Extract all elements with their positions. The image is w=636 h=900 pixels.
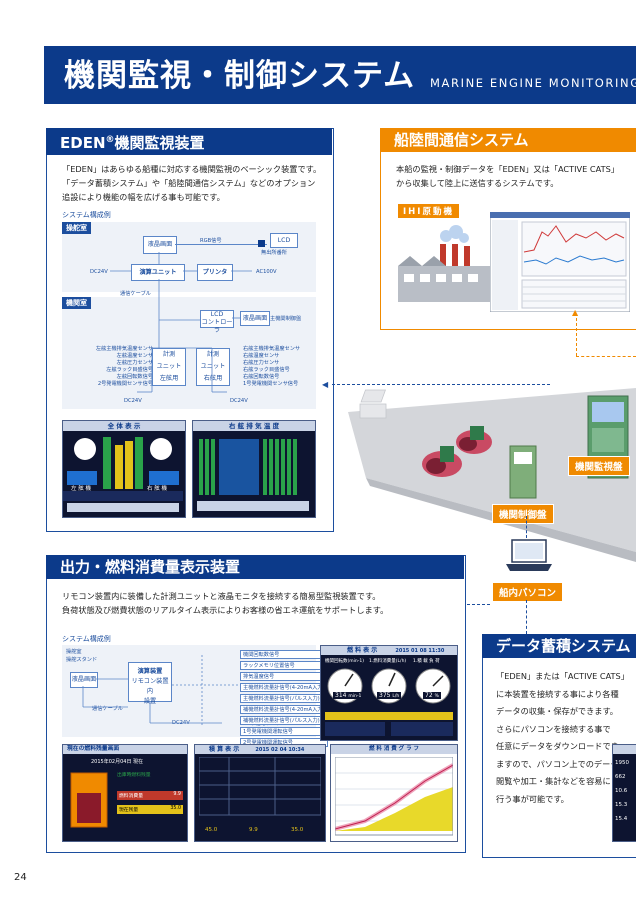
fuel-lcd-panel: 液晶画面	[70, 672, 98, 688]
eden-description: 「EDEN」はあらゆる船種に対応する機関監視のベーシック装置です。 「データ蓄積…	[62, 164, 322, 202]
pc-vertical-line-top	[526, 516, 527, 538]
ship-comm-title: 船陸間通信システム	[380, 128, 636, 152]
fuel-screen-a-gauges	[325, 668, 453, 736]
eden-left-sensor-list: 左舷主機排気温度センサ 左舷温度センサ 左舷圧力センサ 左舷ラック目盛信号 左舷…	[95, 346, 153, 387]
eden-main-panel-label: 主機関制御盤	[270, 316, 302, 322]
eden-connector-dot	[258, 240, 265, 247]
eden-screen-exhaust: 右 舷 排 気 温 度	[192, 420, 316, 518]
eden-screen-overview-graphic	[63, 437, 183, 512]
eden-ac100v-label: AC100V	[256, 269, 277, 275]
eden-meas-unit-right: 計測 ユニット 右舷用	[196, 348, 230, 386]
fuel-screen-c: 積 算 表 示 2015 02 04 10:34 45.0 9.9 35.0	[194, 744, 326, 842]
eden-dc24v-right: DC24V	[230, 398, 248, 404]
eden-screen-overview: 全 体 表 示 左 舷 機 右 舷 機	[62, 420, 186, 518]
fuel-bridge-label-1: 操舵室	[66, 649, 82, 655]
fuel-screen-b: 現在の燃料残量画面 2015年02月04日 現在 出庫時燃料残量 燃料消費量 9…	[62, 744, 188, 842]
control-panel-tag: 機関制御盤	[492, 504, 554, 524]
eden-engine-area	[62, 297, 316, 409]
page-title: 機関監視・制御システム	[64, 58, 416, 94]
eden-engine-lcd-panel: 液晶画面	[240, 311, 270, 326]
fuel-comm-cable-label: 通信ケーブル	[92, 706, 123, 712]
eden-lcd-controller: LCD コントローラ	[200, 310, 234, 334]
eden-rgb-line	[175, 244, 267, 245]
eden-engine-room-label: 機関室	[62, 297, 91, 309]
comm-arrow-icon: ▲	[572, 308, 579, 317]
ship-comm-description: 本船の監視・制御データを「EDEN」又は「ACTIVE CATS」 から収集して…	[396, 164, 619, 188]
comm-horizontal-line	[576, 356, 636, 357]
eden-section-title: EDEN®機関監視装置	[46, 128, 332, 155]
eden-diagram-lines	[110, 252, 252, 393]
laptop-icon	[506, 539, 552, 571]
eden-unmanned-label: 無出所番所	[261, 250, 287, 256]
fuel-section-title: 出力・燃料消費量表示装置	[46, 555, 464, 579]
page-number: 24	[14, 872, 27, 883]
eden-lcd-box: LCD	[270, 233, 298, 248]
data-store-screen: 1950 662 10.6 15.3 15.4	[612, 744, 636, 842]
fuel-bridge-label-2: 操舵スタンド	[66, 657, 98, 663]
data-store-description: 「EDEN」または「ACTIVE CATS」 に本装置を接続する事により各種 デ…	[496, 671, 629, 804]
ihi-label: IHI原動機	[398, 204, 459, 218]
eden-comm-cable-label: 通信ケーブル	[120, 291, 151, 297]
pc-to-storage-line	[526, 600, 527, 634]
eden-computing-unit: 演算ユニット	[131, 264, 185, 281]
fuel-diagram-lines	[82, 655, 240, 725]
monitor-panel-tag: 機関監視盤	[568, 456, 630, 476]
fuel-computing-device: 演算装置 リモコン装置内 設置	[128, 662, 172, 705]
eden-dc24v-label: DC24V	[90, 269, 108, 275]
header-band	[44, 46, 636, 104]
eden-rgb-signal: RGB信号	[200, 238, 222, 244]
eden-diagram-caption: システム構成例	[62, 211, 111, 219]
eden-screen-exhaust-graphic	[197, 439, 309, 511]
eden-to-ship-line	[332, 384, 550, 385]
factory-illustration	[398, 225, 490, 302]
data-store-title: データ蓄積システム	[482, 634, 636, 658]
eden-meas-unit-left: 計測 ユニット 左舷用	[152, 348, 186, 386]
onboard-pc-tag: 船内パソコン	[492, 582, 564, 602]
page-subtitle-en: MARINE ENGINE MONITORING	[430, 76, 636, 90]
ship-comm-screenshot	[490, 212, 630, 312]
eden-right-sensor-list: 右舷主機排気温度センサ 右舷温度センサ 右舷圧力センサ 右舷ラック目盛信号 右舷…	[243, 346, 301, 387]
fuel-tank-icon	[70, 772, 108, 828]
data-store-section	[482, 634, 636, 858]
fuel-consumption-graph	[335, 757, 453, 836]
eden-dc24v-left: DC24V	[124, 398, 142, 404]
fuel-screen-a: 燃 料 表 示 2015 01 08 11:30 機関回転数(min-1) 1.…	[320, 645, 458, 741]
eden-bridge-label: 操舵室	[62, 222, 91, 234]
fuel-screen-c-table	[199, 757, 321, 816]
comm-vertical-line	[576, 318, 577, 356]
eden-lcd-panel: 液晶画面	[143, 236, 177, 254]
pc-to-fuel-line	[462, 604, 490, 605]
fuel-description: リモコン装置内に装備した計測ユニットと液晶モニタを接続する簡易型監視装置です。 …	[62, 591, 389, 615]
fuel-screen-d: 燃 料 消 費 グ ラ フ	[330, 744, 458, 842]
fuel-diagram-caption: システム構成例	[62, 635, 111, 643]
eden-arrow-icon: ◀	[322, 380, 329, 389]
eden-printer: プリンタ	[197, 264, 233, 281]
